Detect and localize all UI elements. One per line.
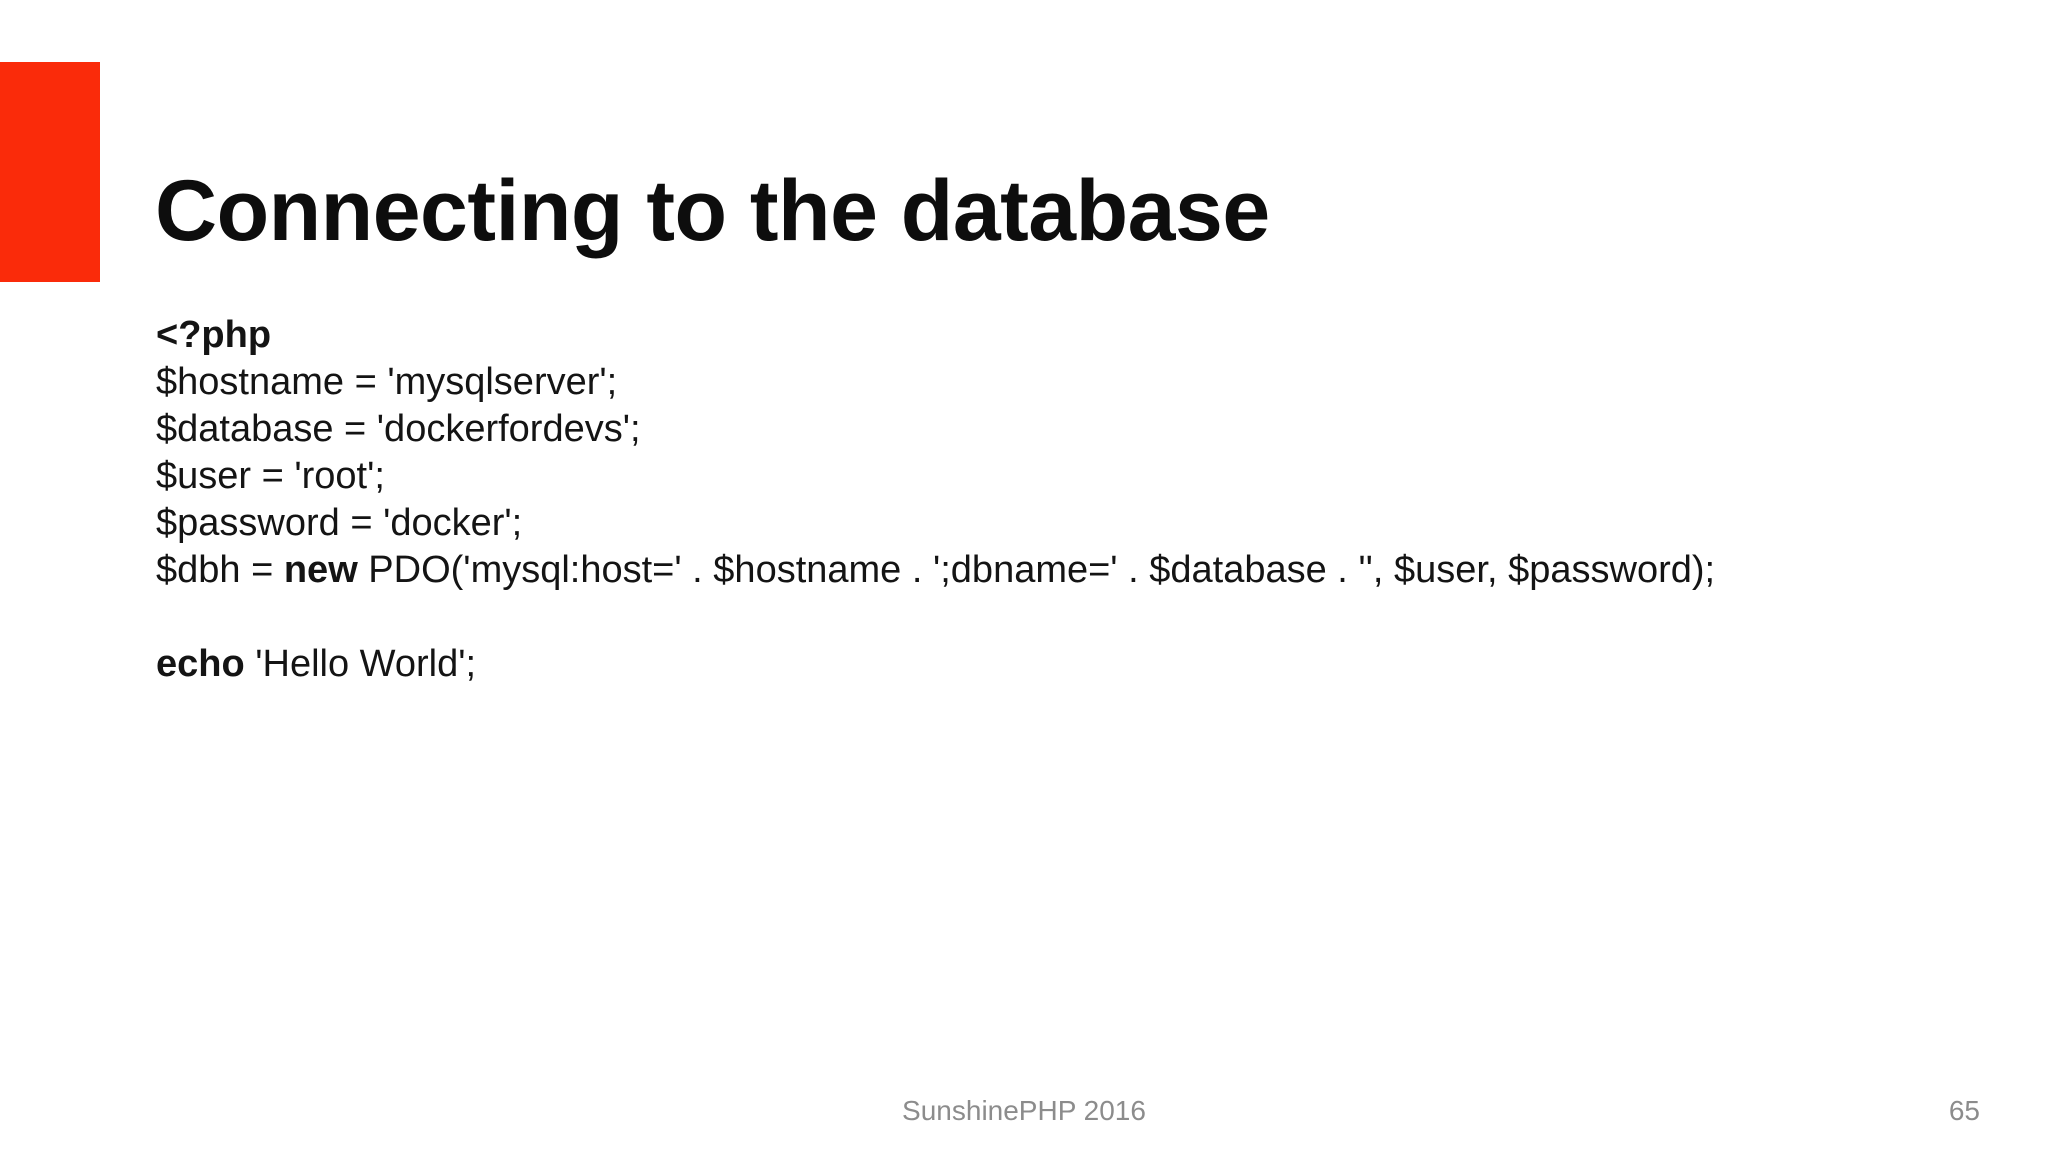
code-line: $password = 'docker'; bbox=[156, 500, 1956, 547]
red-accent-bar bbox=[0, 62, 100, 282]
code-keyword: <?php bbox=[156, 314, 272, 356]
code-text: PDO('mysql:host=' . $hostname . ';dbname… bbox=[357, 549, 1716, 591]
php-code-block: <?php $hostname = 'mysqlserver'; $database… bbox=[156, 312, 1956, 688]
code-text: $database = 'dockerfordevs'; bbox=[156, 408, 641, 450]
footer-conference-name: SunshinePHP 2016 bbox=[902, 1095, 1146, 1126]
code-line: $database = 'dockerfordevs'; bbox=[156, 406, 1956, 453]
code-text: $user = 'root'; bbox=[156, 455, 385, 497]
code-line: $hostname = 'mysqlserver'; bbox=[156, 359, 1956, 406]
code-keyword: new bbox=[283, 549, 358, 591]
code-text: $hostname = 'mysqlserver'; bbox=[156, 361, 618, 403]
code-line: $user = 'root'; bbox=[156, 453, 1956, 500]
code-line: <?php bbox=[156, 312, 1956, 359]
code-keyword: echo bbox=[156, 643, 245, 685]
page-title: Connecting to the database bbox=[155, 162, 1270, 259]
code-text: $password = 'docker'; bbox=[156, 502, 523, 544]
code-text: $dbh = bbox=[156, 549, 284, 591]
code-blank-line bbox=[156, 594, 1956, 641]
code-text: 'Hello World'; bbox=[244, 643, 477, 685]
code-line: echo 'Hello World'; bbox=[156, 641, 1956, 688]
code-line: $dbh = new PDO('mysql:host=' . $hostname… bbox=[156, 547, 1956, 594]
footer-page-number: 65 bbox=[1948, 1095, 1980, 1126]
